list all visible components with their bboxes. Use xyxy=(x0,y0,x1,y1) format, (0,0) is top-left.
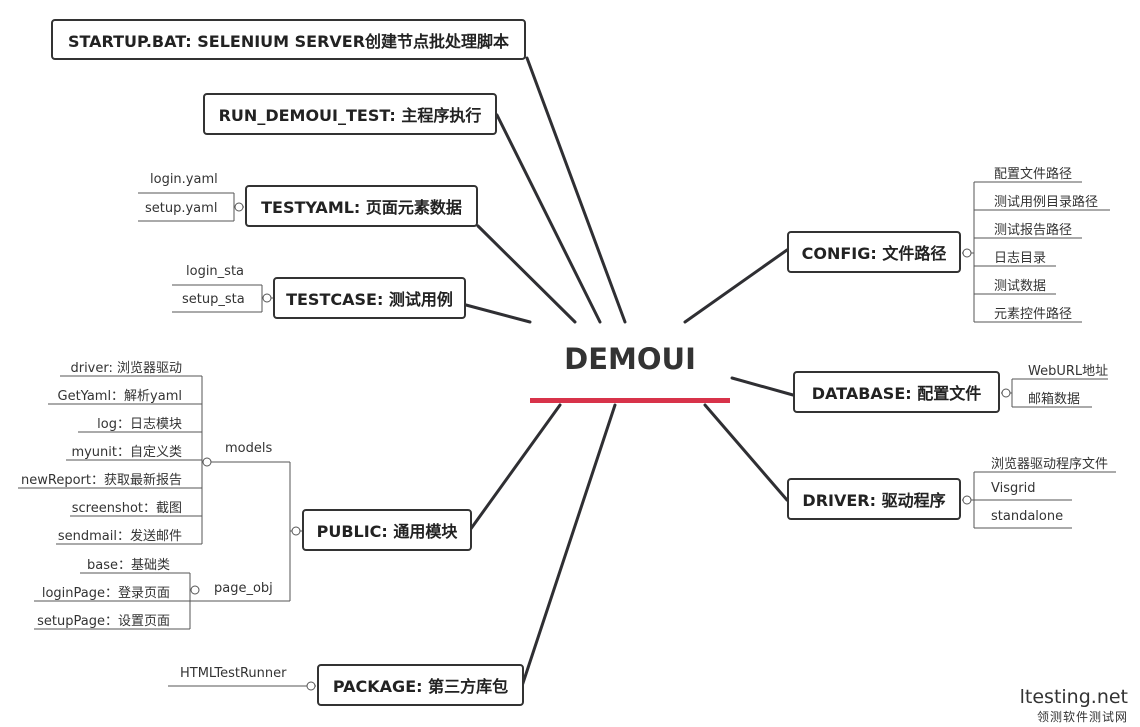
central-topic[interactable]: DEMOUI xyxy=(564,342,696,376)
branch-testcase[interactable]: TESTCASE: 测试用例 xyxy=(273,277,466,319)
models-item[interactable]: myunit：自定义类 xyxy=(71,445,182,460)
config-item[interactable]: 配置文件路径 xyxy=(994,167,1073,182)
testyaml-item[interactable]: login.yaml xyxy=(150,172,218,187)
branch-driver[interactable]: DRIVER: 驱动程序 xyxy=(787,478,961,520)
config-item[interactable]: 元素控件路径 xyxy=(994,307,1073,322)
config-item[interactable]: 日志目录 xyxy=(994,251,1047,266)
config-item[interactable]: 测试用例目录路径 xyxy=(994,195,1099,210)
branch-startup[interactable]: STARTUP.BAT: SELENIUM SERVER创建节点批处理脚本 xyxy=(51,19,526,60)
public-page-obj-label[interactable]: page_obj xyxy=(214,581,273,596)
models-item[interactable]: log：日志模块 xyxy=(97,417,182,432)
config-item[interactable]: 测试报告路径 xyxy=(994,223,1073,238)
branch-public[interactable]: PUBLIC: 通用模块 xyxy=(302,509,472,551)
models-item[interactable]: GetYaml：解析yaml xyxy=(57,389,183,404)
models-item[interactable]: driver: 浏览器驱动 xyxy=(70,361,182,376)
driver-item[interactable]: standalone xyxy=(991,509,1064,524)
central-topic-underline xyxy=(530,398,730,403)
testyaml-item[interactable]: setup.yaml xyxy=(145,201,218,216)
config-item[interactable]: 测试数据 xyxy=(994,279,1047,294)
branch-run-demoui-test[interactable]: RUN_DEMOUI_TEST: 主程序执行 xyxy=(203,93,497,135)
package-item[interactable]: HTMLTestRunner xyxy=(180,666,287,681)
watermark-name: 领测软件测试网 xyxy=(1036,710,1128,724)
database-item[interactable]: WebURL地址 xyxy=(1028,364,1109,379)
models-item[interactable]: newReport：获取最新报告 xyxy=(21,473,182,488)
page-obj-item[interactable]: base：基础类 xyxy=(87,558,170,573)
branch-testyaml[interactable]: TESTYAML: 页面元素数据 xyxy=(245,185,478,227)
testcase-item[interactable]: setup_sta xyxy=(182,292,245,307)
testcase-item[interactable]: login_sta xyxy=(186,264,245,279)
page-obj-item[interactable]: loginPage：登录页面 xyxy=(41,586,170,601)
database-item[interactable]: 邮箱数据 xyxy=(1028,392,1081,407)
driver-item[interactable]: Visgrid xyxy=(991,481,1036,496)
models-item[interactable]: screenshot：截图 xyxy=(71,501,182,516)
page-obj-item[interactable]: setupPage：设置页面 xyxy=(37,614,170,629)
driver-item[interactable]: 浏览器驱动程序文件 xyxy=(991,457,1109,472)
branch-package[interactable]: PACKAGE: 第三方库包 xyxy=(317,664,524,706)
watermark-site: ltesting.net xyxy=(1019,686,1128,708)
branch-config[interactable]: CONFIG: 文件路径 xyxy=(787,231,961,273)
branch-database[interactable]: DATABASE: 配置文件 xyxy=(793,371,1000,413)
public-models-label[interactable]: models xyxy=(225,441,273,456)
models-item[interactable]: sendmail：发送邮件 xyxy=(57,529,182,544)
